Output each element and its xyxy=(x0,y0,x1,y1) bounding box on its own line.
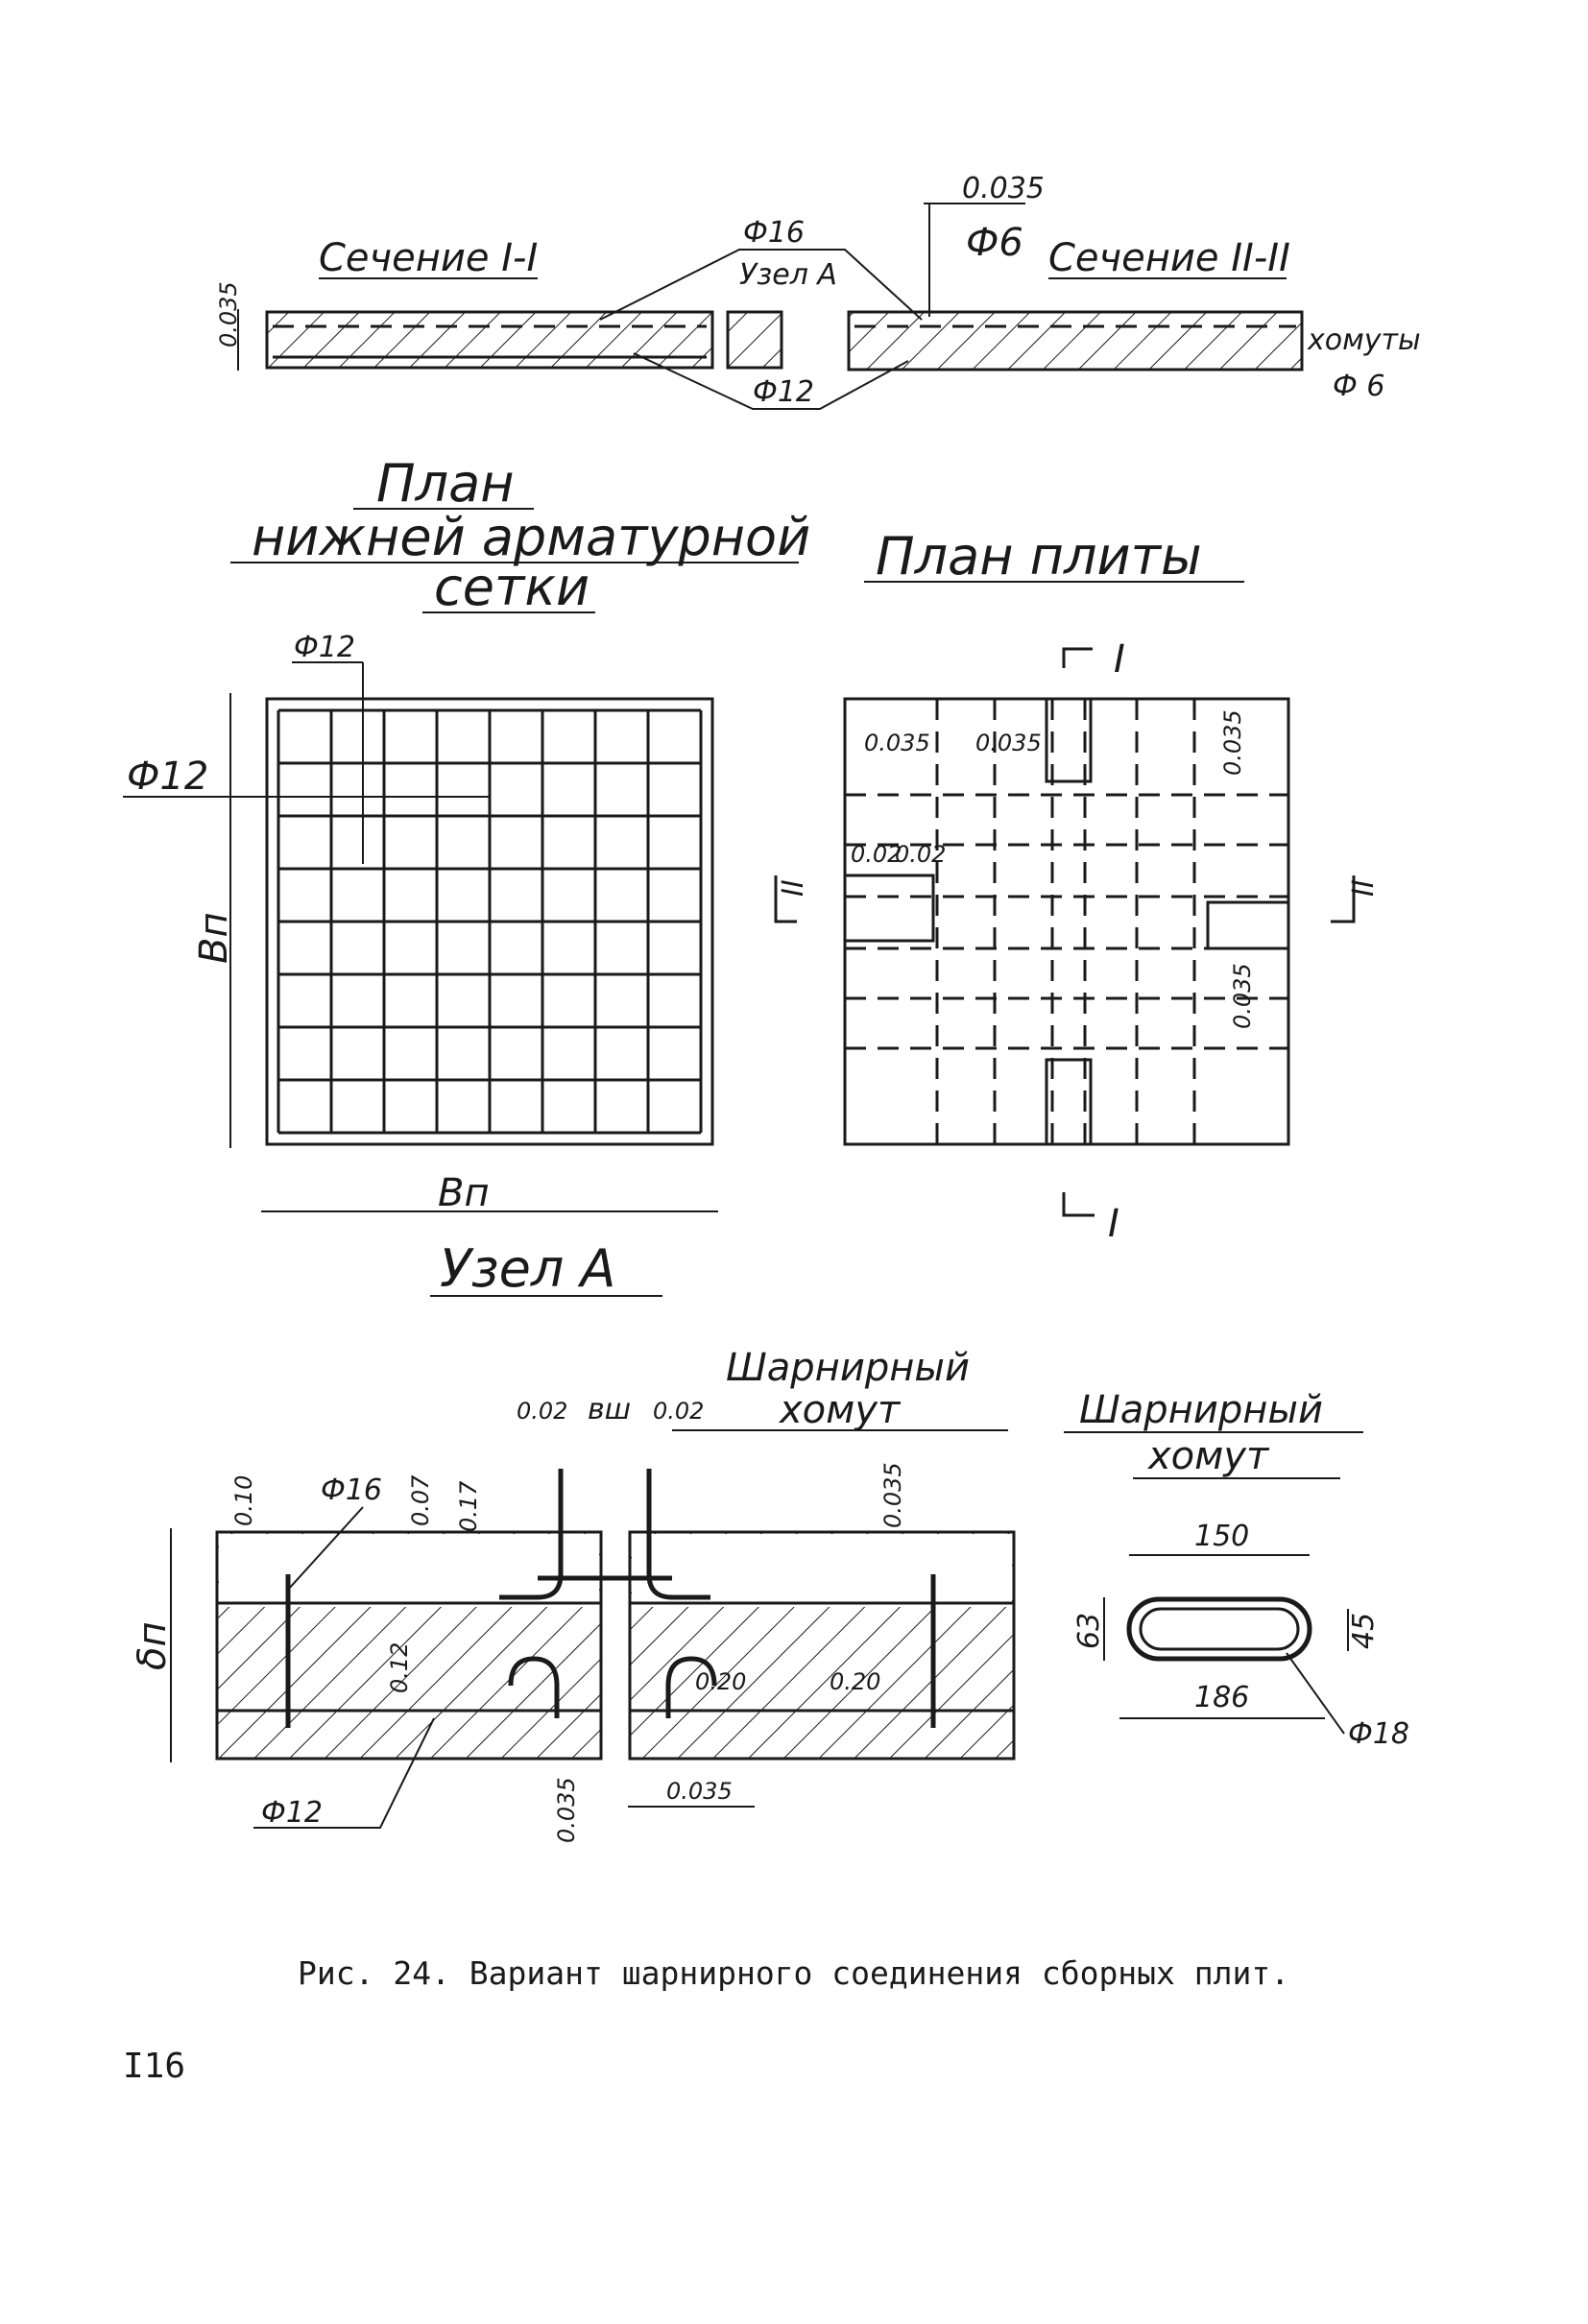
section-2-stirrups-phi: Ф 6 xyxy=(1333,370,1384,403)
slab-dim-0035-a: 0.035 xyxy=(864,730,930,756)
hinge-dim-186: 186 xyxy=(1194,1681,1249,1714)
node-a: Узел А Шарнирный хомут 0.02 вш 0.02 δп 0… xyxy=(131,1238,1016,1843)
node-a-phi16: Ф16 xyxy=(321,1473,382,1507)
node-a-dim-height: δп xyxy=(131,1621,175,1670)
section-mark-I-bottom-arrow xyxy=(1062,1192,1095,1217)
section-mark-II-left: II xyxy=(777,879,810,897)
mesh-plan-slab xyxy=(265,697,714,1146)
hinge-phi18-leader xyxy=(1286,1652,1345,1735)
section-2-dim-0035: 0.035 xyxy=(962,172,1045,205)
section-callouts: Ф16 Узел А Ф12 xyxy=(599,216,923,410)
hinge-dim-45: 45 xyxy=(1347,1613,1381,1649)
slab-dim-002-a: 0.02 xyxy=(851,841,902,868)
node-a-hinge-label-2: хомут xyxy=(778,1388,902,1432)
node-a-dim-0035-bottom-h: 0.035 xyxy=(666,1778,733,1805)
section-mark-I-bottom: I xyxy=(1108,1202,1119,1246)
node-a-left-j-bar xyxy=(508,1656,560,1718)
node-a-small-section xyxy=(726,310,783,370)
section-2-phi6: Ф6 xyxy=(966,221,1023,265)
callout-node-a: Узел А xyxy=(739,258,837,292)
callout-phi16: Ф16 xyxy=(743,216,805,250)
slab-plan-title: План плиты xyxy=(876,526,1202,587)
hinge-loop-outer xyxy=(1126,1596,1312,1662)
hinge-dim-63: 63 xyxy=(1072,1613,1106,1649)
callout-phi16-leader xyxy=(599,249,923,321)
node-a-dim-010: 0.10 xyxy=(230,1475,257,1526)
slab-dim-0035-b: 0.035 xyxy=(975,730,1042,756)
section-mark-II-left-arrow xyxy=(774,875,797,923)
section-2-stirrups: хомуты xyxy=(1307,323,1421,357)
mesh-grid xyxy=(277,708,703,1135)
node-a-dim-007: 0.07 xyxy=(407,1474,434,1526)
node-a-title: Узел А xyxy=(440,1238,615,1299)
section-mark-I-top-arrow xyxy=(1062,647,1093,668)
callout-phi12: Ф12 xyxy=(753,375,814,409)
section-1-drawing: Сечение I-I 0.035 xyxy=(215,236,783,371)
slab-plan-pocket-left xyxy=(843,874,935,943)
mesh-dim-width: Вп xyxy=(438,1171,490,1215)
mesh-plan: План нижней арматурной сетки Ф12 Ф12 Вп … xyxy=(123,453,810,1215)
section-2-drawing: 0.035 Ф6 Сечение II-II хомуты Ф 6 xyxy=(847,172,1421,403)
mesh-phi12-left: Ф12 xyxy=(127,755,208,799)
node-a-phi16-leader xyxy=(287,1506,364,1591)
mesh-phi12-top: Ф12 xyxy=(294,631,355,664)
slab-plan-pocket-top xyxy=(1045,697,1093,783)
node-a-dim-020-a: 0.20 xyxy=(695,1668,746,1695)
hinge-dim-150: 150 xyxy=(1194,1520,1249,1553)
node-a-dim-012: 0.12 xyxy=(386,1642,413,1693)
section-mark-II-right-arrow xyxy=(1331,875,1356,923)
node-a-right-j-bar xyxy=(665,1656,717,1718)
section-2-slab xyxy=(847,310,1304,371)
hinge-detail-title-1: Шарнирный xyxy=(1079,1388,1323,1432)
callout-phi12-leader xyxy=(633,352,909,410)
section-2-title: Сечение II-II xyxy=(1048,236,1290,280)
mesh-dim-height: Вп xyxy=(192,912,236,964)
figure-caption: Рис. 24. Вариант шарнирного соединения с… xyxy=(298,1954,1290,1992)
node-a-phi12-leader xyxy=(253,1717,435,1829)
node-a-dim-0035-top: 0.035 xyxy=(879,1462,906,1528)
slab-plan-pocket-right xyxy=(1206,900,1290,950)
node-a-dim-0035-bottom-v: 0.035 xyxy=(553,1777,580,1843)
slab-dim-0035-c: 0.035 xyxy=(1219,709,1246,776)
node-a-dim-vsh: вш xyxy=(588,1393,631,1426)
section-mark-I-top: I xyxy=(1114,637,1125,682)
slab-plan: План плиты I I II II 0.035 0. xyxy=(774,526,1381,1246)
section-1-title: Сечение I-I xyxy=(319,236,538,280)
mesh-plan-title-3: сетки xyxy=(434,557,589,617)
node-a-dim-020-b: 0.20 xyxy=(830,1668,880,1695)
node-a-phi12: Ф12 xyxy=(261,1796,323,1830)
node-a-dim-002-right: 0.02 xyxy=(653,1398,704,1425)
node-a-left-hinge-hook xyxy=(499,1469,564,1600)
hinge-detail: Шарнирный хомут 150 186 63 45 Ф18 xyxy=(1064,1388,1409,1751)
node-a-dim-017: 0.17 xyxy=(455,1480,482,1532)
node-a-right-hinge-hook xyxy=(646,1469,710,1600)
section-1-dim-0035: 0.035 xyxy=(215,281,242,347)
node-a-dim-002-left: 0.02 xyxy=(517,1398,567,1425)
slab-dim-002-b: 0.02 xyxy=(895,841,946,868)
section-mark-II-right: II xyxy=(1347,879,1381,897)
slab-plan-pocket-bottom xyxy=(1045,1058,1093,1146)
hinge-detail-title-2: хомут xyxy=(1146,1434,1270,1478)
node-a-left-top-zone xyxy=(219,1534,599,1607)
slab-dim-0035-d: 0.035 xyxy=(1229,963,1256,1029)
node-a-hinge-label-1: Шарнирный xyxy=(726,1346,970,1390)
mesh-plan-title-2: нижней арматурной xyxy=(252,507,810,567)
hinge-phi18: Ф18 xyxy=(1348,1717,1409,1751)
node-a-right-top-zone xyxy=(632,1534,1012,1607)
mesh-plan-title-1: План xyxy=(376,453,515,514)
page-number: I16 xyxy=(123,2047,186,2086)
hinge-loop-inner xyxy=(1139,1607,1300,1651)
